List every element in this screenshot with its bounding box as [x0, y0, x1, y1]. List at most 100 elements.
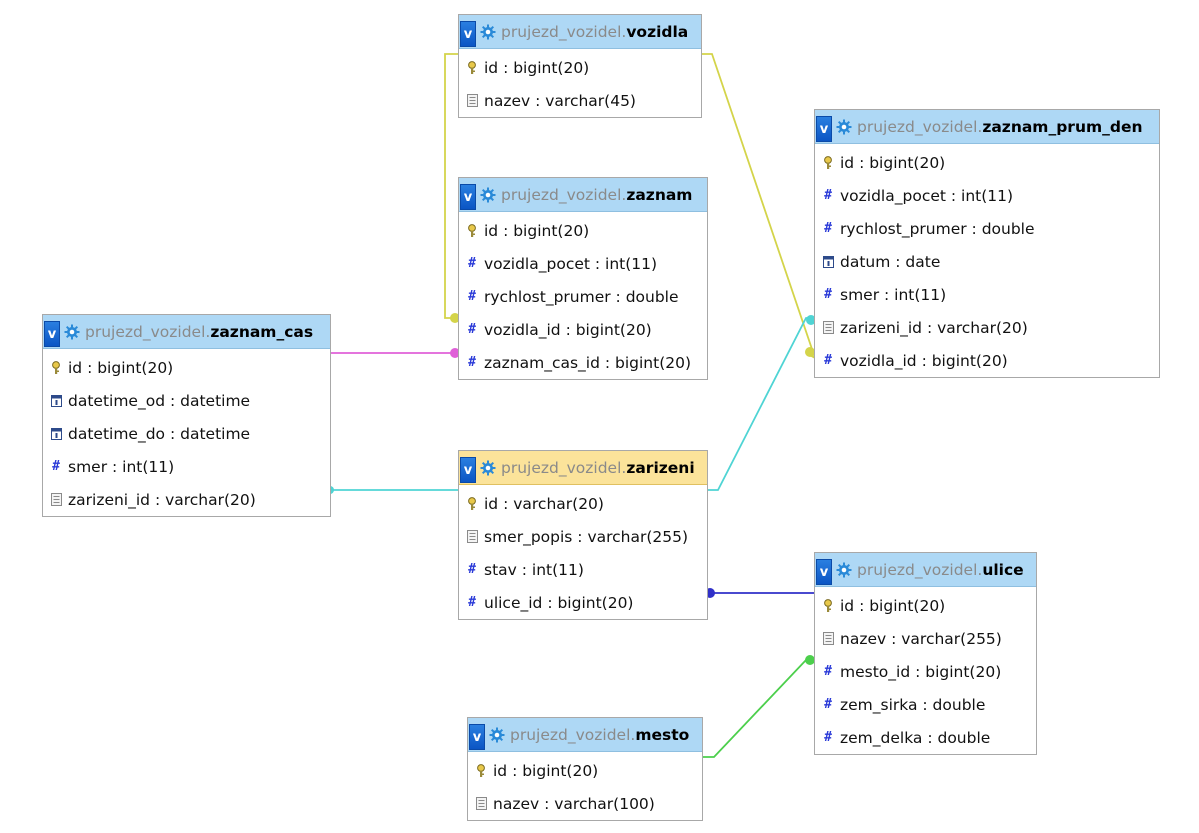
column-label: id : bigint(20): [68, 358, 174, 377]
relation-line: [702, 53, 817, 360]
column-row[interactable]: id : bigint(20): [815, 146, 1159, 179]
toggle-button[interactable]: v: [460, 184, 476, 210]
gear-icon[interactable]: [479, 186, 497, 204]
column-label: zaznam_cas_id : bigint(20): [484, 353, 692, 372]
table-name: vozidla: [626, 22, 689, 41]
toggle-button[interactable]: v: [816, 559, 832, 585]
column-label: vozidla_pocet : int(11): [840, 186, 1014, 205]
schema-name: prujezd_vozidel.: [501, 22, 627, 41]
column-row[interactable]: id : bigint(20): [468, 754, 702, 787]
key-icon: [475, 763, 487, 778]
column-row[interactable]: id : bigint(20): [43, 351, 330, 384]
column-row[interactable]: #vozidla_id : bigint(20): [459, 313, 707, 346]
hash-icon: #: [468, 595, 476, 610]
column-row[interactable]: #rychlost_prumer : double: [459, 280, 707, 313]
column-label: rychlost_prumer : double: [484, 287, 679, 306]
text-icon: [50, 493, 62, 507]
column-row[interactable]: #smer : int(11): [43, 450, 330, 483]
gear-icon[interactable]: [835, 561, 853, 579]
column-row[interactable]: datum : date: [815, 245, 1159, 278]
key-icon: [466, 496, 478, 511]
column-row[interactable]: # vozidla_pocet : int(11): [815, 179, 1159, 212]
table-vozidla[interactable]: v prujezd_vozidel.vozidla id : bigint(20) n…: [458, 14, 702, 118]
schema-name: prujezd_vozidel.: [501, 185, 627, 204]
calendar-icon: [822, 255, 834, 269]
column-label: nazev : varchar(100): [493, 794, 655, 813]
gear-icon[interactable]: [479, 459, 497, 477]
hash-icon: #: [824, 221, 832, 236]
table-header[interactable]: v prujezd_vozidel.ulice: [815, 553, 1036, 587]
column-row[interactable]: #zem_delka : double: [815, 721, 1036, 754]
column-row[interactable]: nazev : varchar(45): [459, 84, 701, 117]
table-header[interactable]: v prujezd_vozidel.zaznam_cas: [43, 315, 330, 349]
toggle-button[interactable]: v: [460, 457, 476, 483]
relation-line: [444, 53, 459, 319]
column-label: vozidla_id : bigint(20): [484, 320, 652, 339]
table-title: prujezd_vozidel.zaznam_cas: [85, 323, 313, 341]
column-row[interactable]: nazev : varchar(100): [468, 787, 702, 820]
table-title: prujezd_vozidel.zaznam: [501, 186, 692, 204]
hash-icon: #: [824, 697, 832, 712]
text-icon: [475, 797, 487, 811]
toggle-button[interactable]: v: [469, 724, 485, 750]
table-title: prujezd_vozidel.ulice: [857, 561, 1024, 579]
column-row[interactable]: datetime_od : datetime: [43, 384, 330, 417]
toggle-button[interactable]: v: [44, 321, 60, 347]
column-label: vozidla_pocet : int(11): [484, 254, 658, 273]
column-row[interactable]: #smer : int(11): [815, 278, 1159, 311]
column-row[interactable]: zarizeni_id : varchar(20): [815, 311, 1159, 344]
column-list: id : bigint(20)#vozidla_pocet : int(11)#…: [815, 144, 1159, 377]
relation-zaznam-cas: [330, 348, 460, 358]
column-row[interactable]: zarizeni_id : varchar(20): [43, 483, 330, 516]
column-row[interactable]: datetime_do : datetime: [43, 417, 330, 450]
gear-icon[interactable]: [835, 118, 853, 136]
table-name: zaznam_cas: [210, 322, 314, 341]
hash-icon: #: [824, 353, 832, 368]
hash-icon: #: [824, 188, 832, 203]
column-row[interactable]: #stav : int(11): [459, 553, 707, 586]
column-row[interactable]: smer_popis : varchar(255): [459, 520, 707, 553]
column-row[interactable]: id : bigint(20): [459, 214, 707, 247]
column-row[interactable]: #vozidla_id : bigint(20): [815, 344, 1159, 377]
gear-icon[interactable]: [488, 726, 506, 744]
column-row[interactable]: #rychlost_prumer : double: [815, 212, 1159, 245]
column-label: id : bigint(20): [484, 58, 590, 77]
column-row[interactable]: #zaznam_cas_id : bigint(20): [459, 346, 707, 379]
column-label: zem_sirka : double: [840, 695, 986, 714]
table-header[interactable]: v prujezd_vozidel.zaznam: [459, 178, 707, 212]
hash-icon: #: [52, 459, 60, 474]
column-row[interactable]: # zem_sirka : double: [815, 688, 1036, 721]
gear-icon[interactable]: [63, 323, 81, 341]
gear-icon[interactable]: [479, 23, 497, 41]
column-list: id : bigint(20)#vozidla_pocet : int(11)#…: [459, 212, 707, 379]
column-list: id : bigint(20) nazev : varchar(100): [468, 752, 702, 820]
column-label: nazev : varchar(45): [484, 91, 636, 110]
column-row[interactable]: id : bigint(20): [815, 589, 1036, 622]
column-label: id : bigint(20): [840, 153, 946, 172]
column-label: id : varchar(20): [484, 494, 604, 513]
hash-icon: #: [824, 664, 832, 679]
column-list: id : bigint(20) nazev : varchar(255) #mest…: [815, 587, 1036, 754]
column-row[interactable]: id : varchar(20): [459, 487, 707, 520]
column-row[interactable]: id : bigint(20): [459, 51, 701, 84]
column-label: nazev : varchar(255): [840, 629, 1002, 648]
column-row[interactable]: nazev : varchar(255): [815, 622, 1036, 655]
column-row[interactable]: #mesto_id : bigint(20): [815, 655, 1036, 688]
toggle-button[interactable]: v: [816, 116, 832, 142]
toggle-button[interactable]: v: [460, 21, 476, 47]
table-header[interactable]: v prujezd_vozidel.vozidla: [459, 15, 701, 49]
column-row[interactable]: #ulice_id : bigint(20): [459, 586, 707, 619]
hash-icon: #: [824, 730, 832, 745]
column-row[interactable]: #vozidla_pocet : int(11): [459, 247, 707, 280]
schema-name: prujezd_vozidel.: [510, 725, 636, 744]
